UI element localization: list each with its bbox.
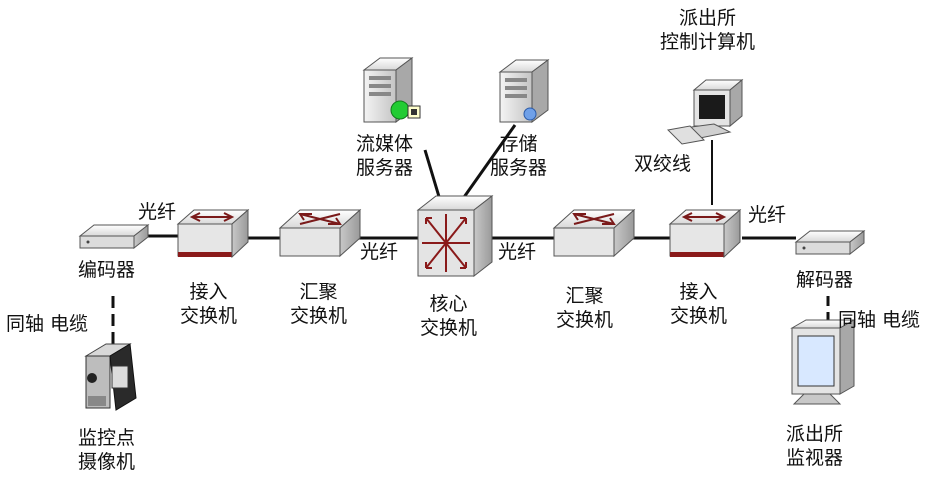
access-switch-icon <box>176 208 250 259</box>
link-storage-server-core <box>460 124 517 201</box>
aggregation-switch-right-label: 汇聚交换机 <box>556 285 614 331</box>
fiber-label-decoder: 光纤 <box>748 204 787 226</box>
aggregation-switch-icon <box>552 208 636 258</box>
link-streaming-server-core <box>423 149 442 201</box>
server-tower-icon <box>498 59 550 123</box>
fiber-label-core-right: 光纤 <box>498 241 537 263</box>
core-switch-icon <box>416 194 494 278</box>
access-switch-left-label: 接入交换机 <box>180 281 238 327</box>
aggregation-switch-icon <box>278 208 362 258</box>
streaming-server-label: 流媒体服务器 <box>356 133 414 179</box>
coax-label-right: 同轴 电缆 <box>838 309 921 331</box>
aggregation-switch-left-label: 汇聚交换机 <box>290 281 348 327</box>
links <box>111 124 830 345</box>
access-switch-right-label: 接入交换机 <box>670 281 728 327</box>
core-switch-label: 核心交换机 <box>420 293 478 339</box>
coax-label-left: 同轴 电缆 <box>6 313 89 335</box>
encoder-label: 编码器 <box>78 259 136 281</box>
server-tower-icon <box>362 57 421 123</box>
decoder-label: 解码器 <box>796 269 854 291</box>
monitor-label: 派出所监视器 <box>786 423 844 469</box>
access-switch-icon <box>668 208 742 259</box>
twisted-pair-label: 双绞线 <box>634 153 692 175</box>
decoder-box-icon <box>794 229 866 256</box>
control-pc-label: 派出所控制计算机 <box>660 7 756 53</box>
storage-server-label: 存储服务器 <box>490 133 548 179</box>
fiber-label-encoder: 光纤 <box>138 201 177 223</box>
desktop-computer-icon <box>666 78 744 145</box>
fiber-label-core-left: 光纤 <box>360 241 399 263</box>
crt-monitor-icon <box>790 319 856 405</box>
encoder-box-icon <box>78 223 150 250</box>
video-camera-icon <box>84 343 137 411</box>
camera-label: 监控点摄像机 <box>78 427 136 473</box>
